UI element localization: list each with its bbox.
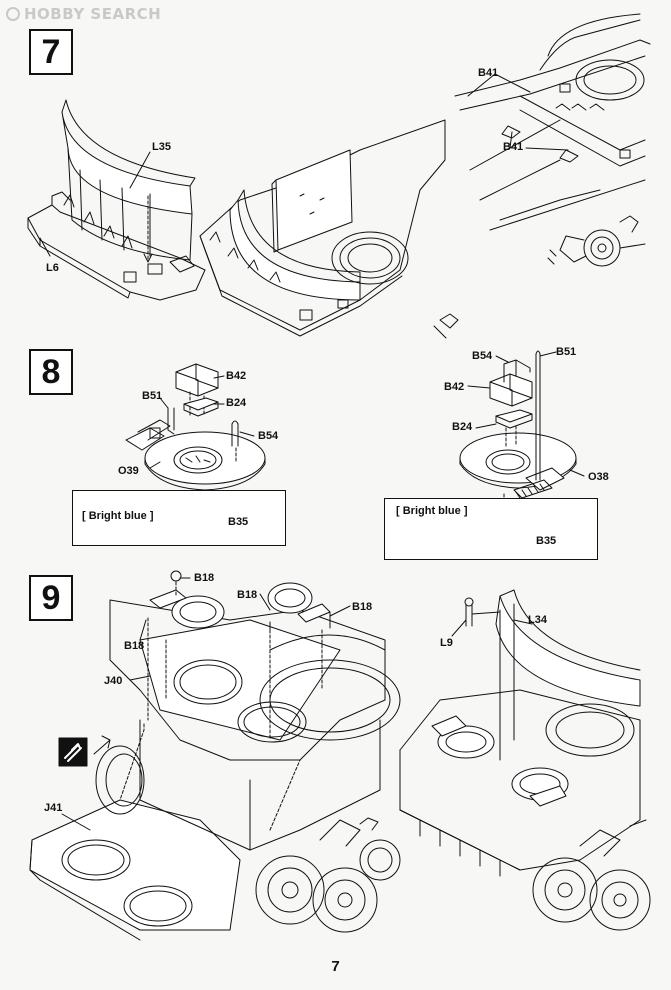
callout-b41-bottom: B41 — [503, 141, 524, 153]
callout-b18-d: B18 — [124, 640, 145, 652]
callout-j41: J41 — [44, 802, 63, 814]
callout-j40: J40 — [104, 675, 123, 687]
callout-b24-left: B24 — [226, 397, 247, 409]
step8-left-drawing — [125, 363, 266, 491]
hobby-search-logo-icon — [6, 7, 20, 21]
step8-right-paint-box — [384, 498, 598, 560]
callout-b51-right: B51 — [556, 346, 577, 358]
callout-b54-left: B54 — [258, 430, 279, 442]
callout-o38: O38 — [588, 471, 609, 483]
step9-right-drawing — [399, 589, 651, 931]
step9-left-drawing — [29, 570, 401, 941]
step7-right-drawing — [454, 13, 651, 267]
callout-b35-right: B35 — [536, 535, 557, 547]
step9-glue-icon — [58, 737, 88, 767]
callout-b24-right: B24 — [452, 421, 473, 433]
callout-l9: L9 — [440, 637, 453, 649]
callout-b18-c: B18 — [352, 601, 373, 613]
callout-b18-b: B18 — [237, 589, 258, 601]
step7-left-drawing — [27, 99, 206, 301]
callout-l6: L6 — [46, 262, 59, 274]
callout-b18-a: B18 — [194, 572, 215, 584]
callout-b41-top: B41 — [478, 67, 499, 79]
callout-o39: O39 — [118, 465, 139, 477]
step-9-number: 9 — [29, 575, 73, 621]
watermark: HOBBY SEARCH — [6, 5, 161, 23]
callout-l35: L35 — [152, 141, 171, 153]
callout-b35-left: B35 — [228, 516, 249, 528]
callout-b54-right: B54 — [472, 350, 493, 362]
callout-b42-left: B42 — [226, 370, 247, 382]
step-7-number: 7 — [29, 29, 73, 75]
callout-b51-left: B51 — [142, 390, 163, 402]
step8-right-drawing — [459, 350, 585, 499]
callout-b42-right: B42 — [444, 381, 465, 393]
watermark-text: HOBBY SEARCH — [24, 5, 162, 23]
step-8-number: 8 — [29, 349, 73, 395]
page-number: 7 — [331, 958, 340, 975]
step7-middle-drawing — [199, 119, 459, 339]
step8-left-paint-label: [ Bright blue ] — [82, 510, 154, 522]
step8-left-paint-box — [72, 490, 286, 546]
callout-l34: L34 — [528, 614, 547, 626]
step8-right-paint-label: [ Bright blue ] — [396, 505, 468, 517]
